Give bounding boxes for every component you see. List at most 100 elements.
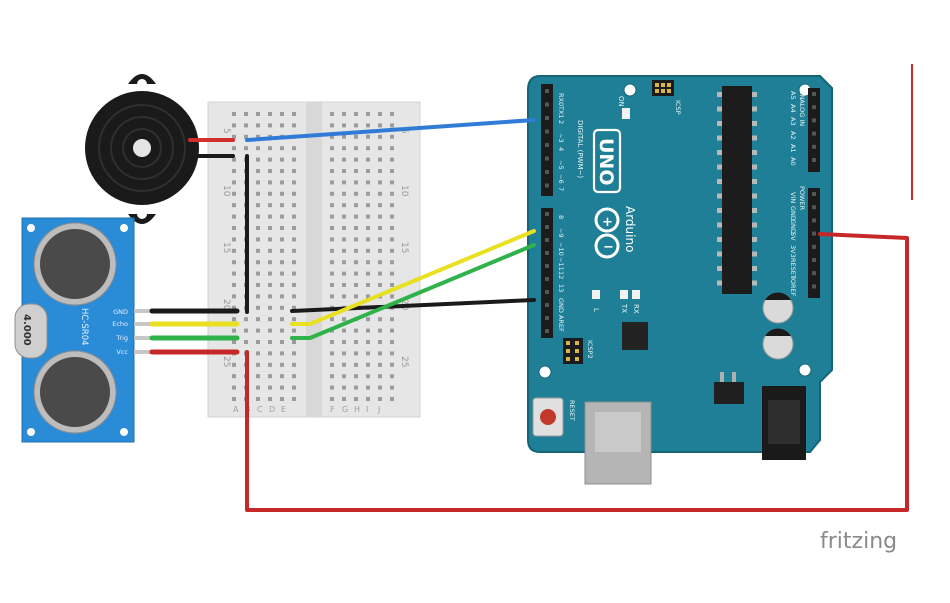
hc-sr04-sensor: 4.000 HC-SR04 GND Echo Trig Vcc <box>14 217 152 443</box>
analog-pin-labels: A5 A4 A3 A2 A1 A0 <box>789 91 797 166</box>
piezo-buzzer <box>85 74 199 224</box>
breadboard-hole <box>378 123 382 128</box>
wire-buzzer-to-pin-2 <box>245 118 536 142</box>
l-label: L <box>592 308 600 312</box>
power-header-label: POWER <box>798 186 806 211</box>
breadboard-hole <box>354 237 358 242</box>
chip-leg <box>752 193 757 199</box>
breadboard-hole <box>280 271 284 276</box>
capacitor <box>762 328 794 360</box>
breadboard-hole <box>366 328 370 333</box>
sensor-header-pins <box>134 309 152 354</box>
breadboard-hole <box>232 362 236 367</box>
breadboard-hole <box>292 226 296 230</box>
breadboard-hole <box>366 374 370 379</box>
ultrasonic-transducer <box>33 350 117 434</box>
breadboard-hole <box>280 283 284 287</box>
breadboard-hole <box>366 180 370 185</box>
chip-leg <box>717 106 722 112</box>
column-letter: F <box>330 405 335 414</box>
breadboard-hole <box>354 146 358 151</box>
breadboard-hole <box>244 123 248 128</box>
chip-leg <box>752 164 757 170</box>
breadboard-hole <box>378 146 382 151</box>
breadboard-hole <box>330 237 334 242</box>
breadboard-hole <box>232 134 236 139</box>
breadboard-hole <box>280 214 284 219</box>
breadboard-hole <box>330 134 334 139</box>
breadboard-hole <box>280 180 284 185</box>
chip-leg <box>717 208 722 213</box>
breadboard-hole <box>342 271 346 276</box>
breadboard-hole <box>330 362 334 367</box>
column-letter: G <box>342 405 348 414</box>
tx-led <box>620 290 628 299</box>
pin-label: GND <box>789 206 797 221</box>
breadboard-hole <box>280 340 284 344</box>
pin-label: AREF <box>557 315 565 332</box>
breadboard-hole <box>268 214 272 219</box>
breadboard-hole <box>268 328 272 333</box>
breadboard-hole <box>390 203 394 208</box>
usb-connector-shell <box>595 412 641 452</box>
breadboard-hole <box>256 294 260 299</box>
pin-socket <box>812 192 816 196</box>
breadboard-hole <box>256 362 260 367</box>
breadboard-hole <box>280 191 284 196</box>
breadboard-hole <box>366 169 370 173</box>
chip-leg <box>752 92 757 97</box>
column-letter: D <box>269 405 275 414</box>
chip-leg <box>717 121 722 126</box>
breadboard-hole <box>268 169 272 173</box>
breadboard-hole <box>268 237 272 242</box>
breadboard-hole <box>378 317 382 322</box>
pin-socket <box>812 131 816 136</box>
breadboard-hole <box>342 248 346 253</box>
breadboard-hole <box>256 123 260 128</box>
chip-leg <box>752 208 757 213</box>
breadboard-hole <box>366 260 370 265</box>
breadboard-hole <box>342 317 346 322</box>
breadboard-hole <box>268 374 272 379</box>
pin-label: A2 <box>789 131 797 140</box>
uno-logo-text: UNO <box>595 138 617 185</box>
breadboard-hole <box>292 191 296 196</box>
breadboard-hole <box>342 374 346 379</box>
breadboard-hole <box>390 157 394 162</box>
breadboard-hole <box>354 112 358 116</box>
breadboard-hole <box>330 146 334 151</box>
breadboard-hole <box>232 397 236 401</box>
breadboard-hole <box>390 351 394 356</box>
breadboard-hole <box>378 340 382 344</box>
breadboard-hole <box>330 317 334 322</box>
breadboard-hole <box>354 180 358 185</box>
breadboard-hole <box>366 317 370 322</box>
atmega-chip-legs <box>717 92 757 286</box>
breadboard-hole <box>292 214 296 219</box>
pin-label: 8 <box>557 215 565 219</box>
breadboard-hole <box>354 351 358 356</box>
breadboard-hole <box>256 317 260 322</box>
pin-socket <box>545 264 549 268</box>
breadboard-hole <box>342 169 346 173</box>
breadboard-hole <box>342 351 346 356</box>
breadboard-hole <box>232 328 236 333</box>
breadboard-hole <box>390 169 394 173</box>
breadboard-hole <box>342 203 346 208</box>
breadboard-hole <box>256 397 260 401</box>
arduino-pcb <box>527 75 833 453</box>
breadboard-hole <box>354 203 358 208</box>
reset-button-cap[interactable] <box>540 409 556 425</box>
breadboard-hole <box>256 271 260 276</box>
breadboard-hole <box>366 385 370 390</box>
breadboard-hole <box>232 317 236 322</box>
chip-leg <box>717 237 722 242</box>
breadboard-hole <box>268 157 272 162</box>
breadboard-hole <box>232 203 236 208</box>
on-label: ON <box>617 96 625 107</box>
uno-logo-frame <box>592 128 622 194</box>
wire-gnd-to-arduino <box>290 298 536 313</box>
breadboard-hole <box>280 397 284 401</box>
breadboard-hole <box>268 305 272 310</box>
breadboard-hole <box>280 226 284 230</box>
